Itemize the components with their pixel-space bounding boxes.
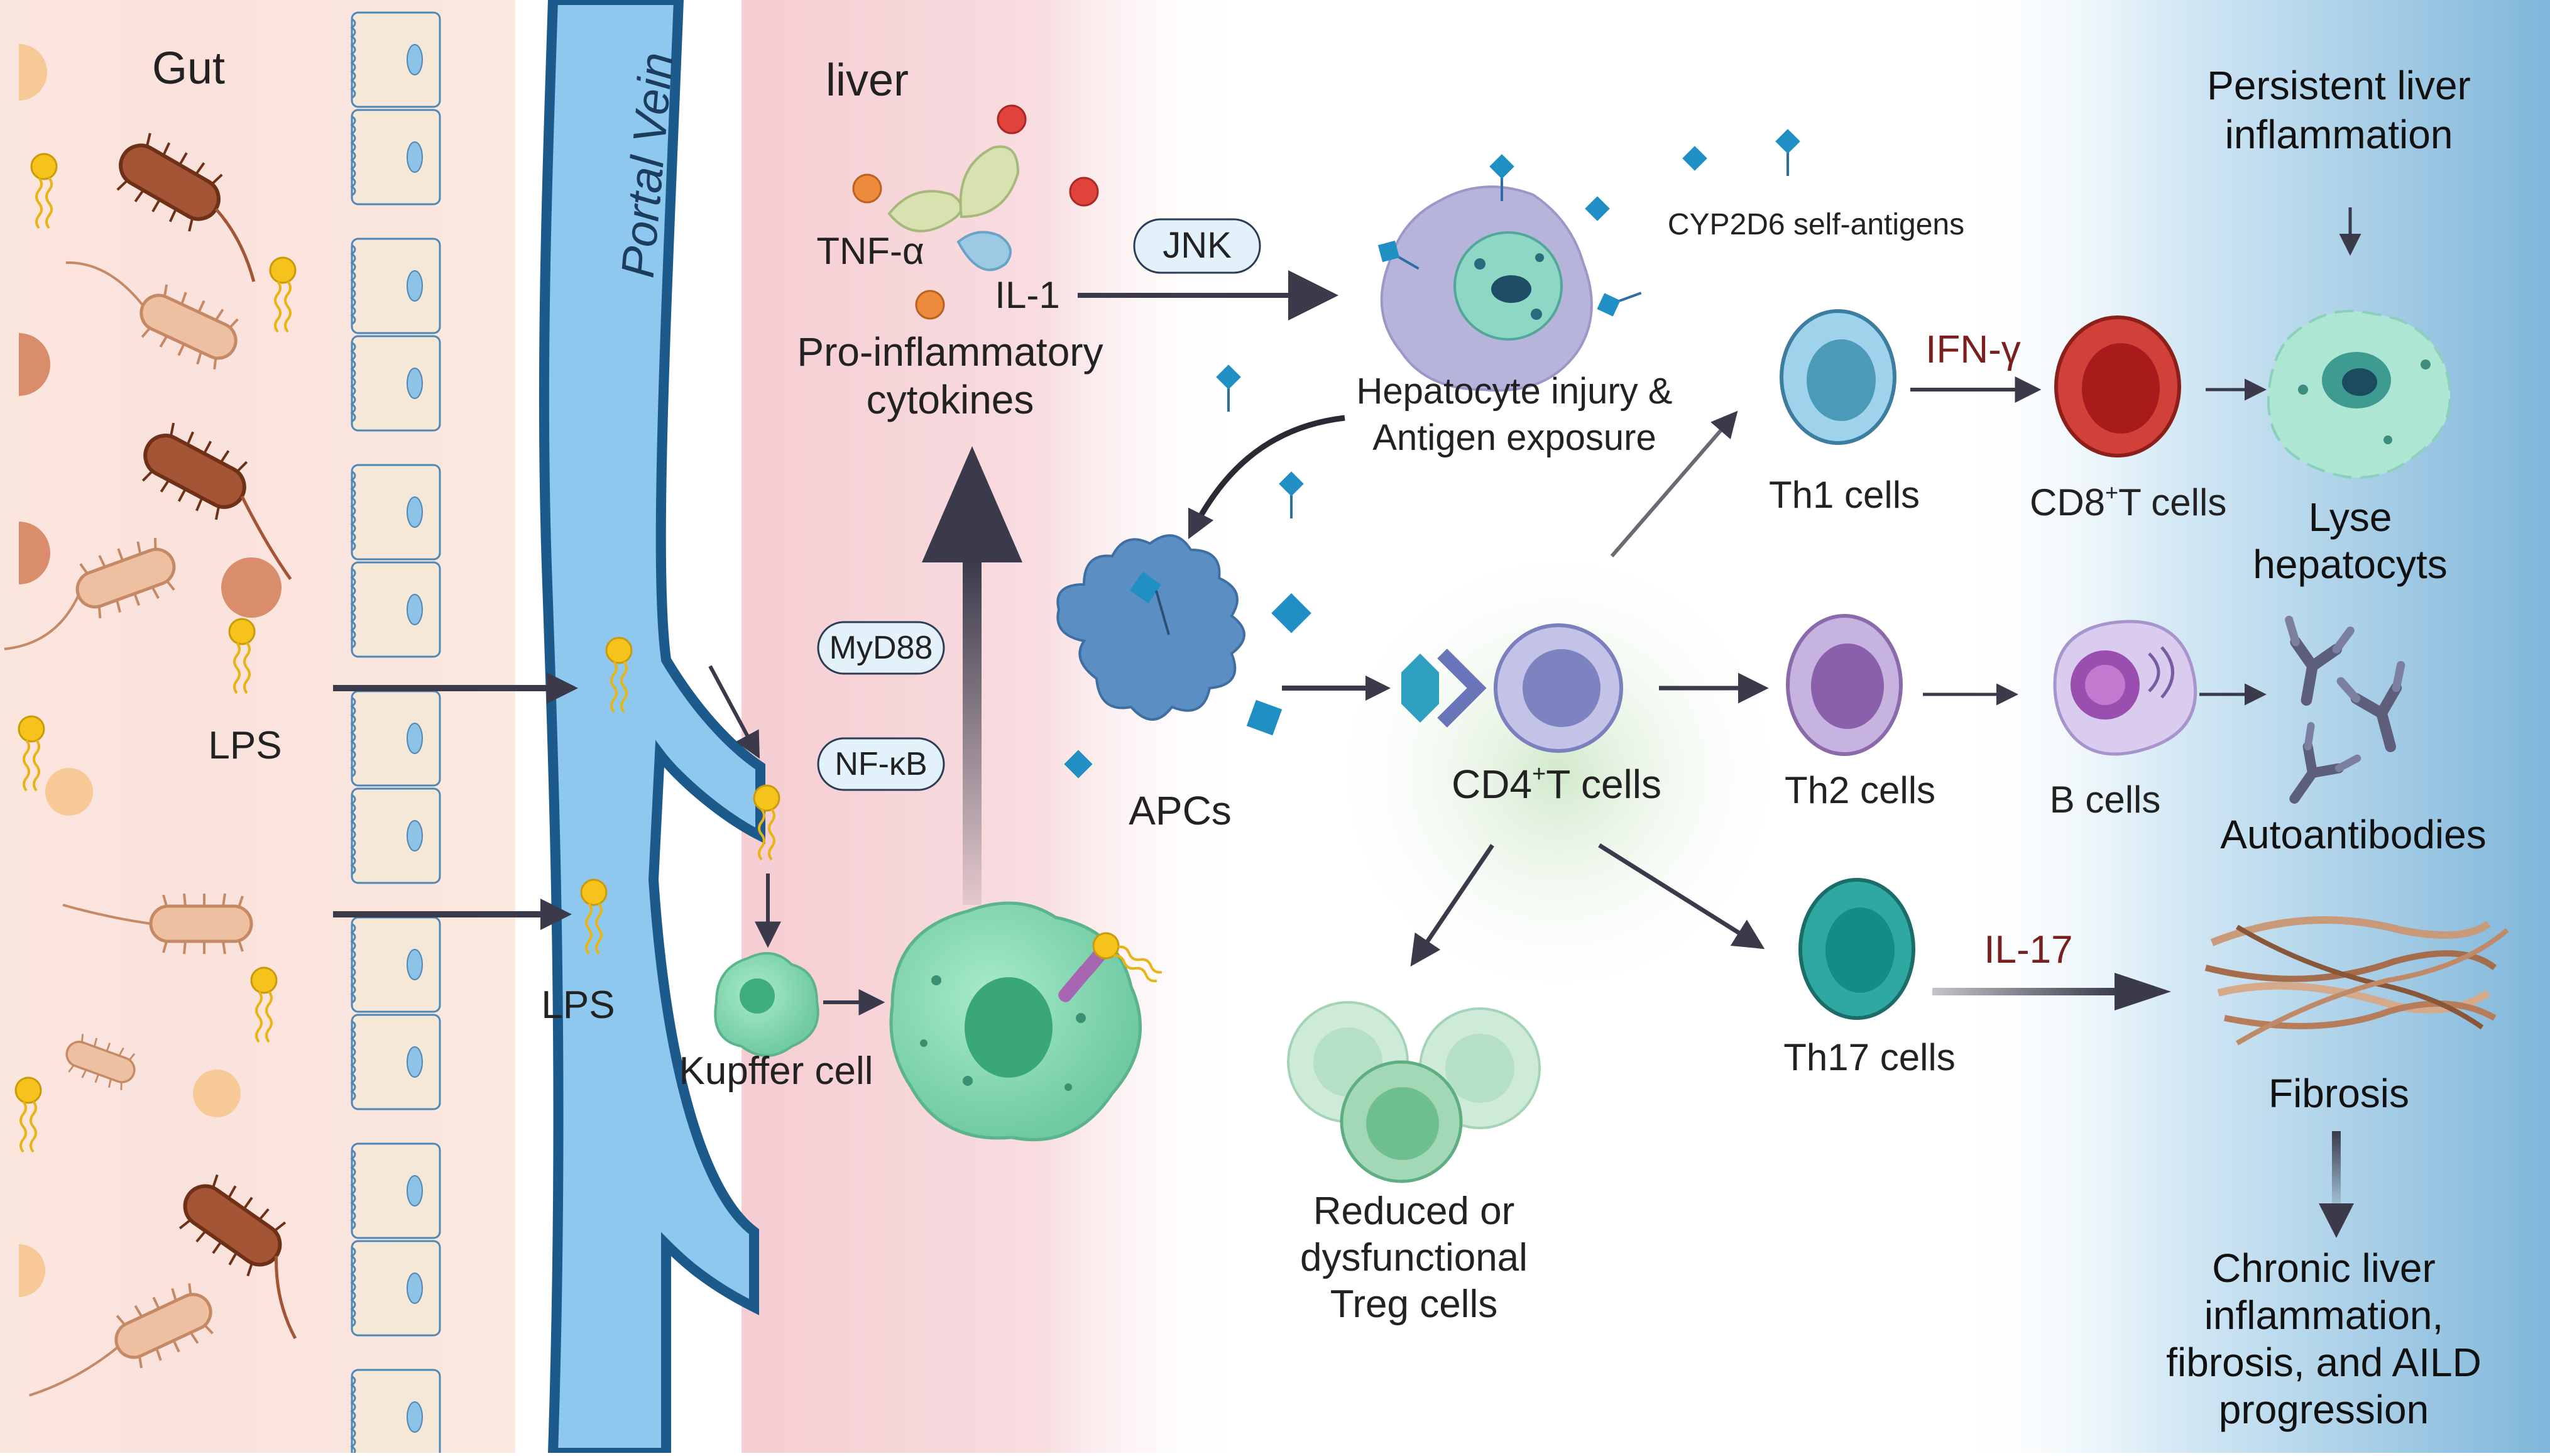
lps-label-bottom: LPS bbox=[541, 983, 615, 1027]
ifn-gamma-label: IFN-γ bbox=[1925, 328, 2021, 371]
chronic-label-line2: inflammation, bbox=[2204, 1293, 2444, 1338]
th1-label: Th1 cells bbox=[1769, 474, 1920, 516]
il17-arrow-head bbox=[2115, 973, 2171, 1010]
cyp2d6-label: CYP2D6 self-antigens bbox=[1668, 208, 1964, 241]
fibrosis-arrow-shaft bbox=[2332, 1131, 2341, 1207]
cd4-label: CD4+T cells bbox=[1452, 761, 1661, 807]
il17-arrow-shaft bbox=[1932, 988, 2121, 995]
th1-cell bbox=[1780, 309, 1896, 445]
gut-bacteria bbox=[4, 44, 347, 1397]
injured-hepatocyte bbox=[1370, 153, 1647, 392]
fibrosis-arrow-head bbox=[2319, 1203, 2354, 1238]
il17-label: IL-17 bbox=[1984, 928, 2072, 972]
il1-label: IL-1 bbox=[995, 274, 1059, 316]
persistent-label-line1: Persistent liver bbox=[2207, 63, 2471, 108]
cytokine-release-arrow-shaft bbox=[963, 559, 982, 905]
cd8-label: CD8+T cells bbox=[2030, 479, 2226, 523]
injury-label-line2: Antigen exposure bbox=[1372, 417, 1656, 458]
kupffer-cell-small bbox=[714, 952, 819, 1057]
svg-text:MyD88: MyD88 bbox=[829, 630, 933, 666]
myd88-badge: MyD88 bbox=[817, 621, 945, 675]
lps-to-liver-arrow bbox=[708, 665, 760, 759]
lysed-hepatocyte bbox=[2267, 310, 2451, 479]
treg-cells bbox=[1287, 1001, 1541, 1183]
kupffer-cell-label: Kupffer cell bbox=[679, 1049, 873, 1093]
apcs-label: APCs bbox=[1129, 788, 1232, 833]
autoantibodies-label: Autoantibodies bbox=[2220, 812, 2486, 857]
antigen-to-apc-arrow bbox=[1188, 415, 1345, 540]
cd4-to-th17-arrow bbox=[1598, 843, 1765, 950]
gut-label: Gut bbox=[152, 43, 225, 94]
free-antigens bbox=[1064, 128, 1802, 779]
b-cell bbox=[2053, 620, 2197, 756]
cytokine-release-arrow-head bbox=[922, 446, 1022, 562]
liver-label: liver bbox=[826, 55, 909, 106]
lps-label-top: LPS bbox=[208, 724, 282, 767]
tnf-alpha-label: TNF-α bbox=[816, 230, 924, 272]
treg-label-line2: dysfunctional bbox=[1300, 1236, 1528, 1279]
chronic-label-line4: progression bbox=[2219, 1387, 2429, 1432]
cytokine-molecules bbox=[852, 104, 1099, 320]
chronic-label-line1: Chronic liver bbox=[2212, 1245, 2436, 1291]
nfkb-badge: NF-κB bbox=[817, 737, 945, 791]
svg-text:JNK: JNK bbox=[1163, 225, 1232, 266]
th17-cell bbox=[1798, 878, 1915, 1020]
cd4-to-th1-arrow bbox=[1610, 410, 1738, 557]
chronic-label-line3: fibrosis, and AILD bbox=[2166, 1340, 2482, 1385]
th2-label: Th2 cells bbox=[1785, 769, 1935, 811]
th17-label: Th17 cells bbox=[1783, 1036, 1955, 1078]
treg-label-line3: Treg cells bbox=[1330, 1283, 1497, 1326]
lyse-label-line2: hepatocyts bbox=[2253, 542, 2448, 587]
fibrosis-label: Fibrosis bbox=[2268, 1071, 2409, 1116]
cd8-t-cell bbox=[2054, 315, 2181, 457]
cd4-t-cell bbox=[1401, 623, 1623, 753]
treg-label-line1: Reduced or bbox=[1313, 1190, 1515, 1233]
liver-region bbox=[741, 0, 1244, 1453]
jnk-badge: JNK bbox=[1133, 218, 1261, 274]
injury-label-line1: Hepatocyte injury & bbox=[1357, 371, 1673, 412]
lyse-label-line1: Lyse bbox=[2309, 495, 2392, 540]
antigen-presenting-cell bbox=[1056, 534, 1283, 736]
fibrosis-fibers bbox=[2204, 916, 2509, 1046]
cytokines-label-line1: Pro-inflammatory bbox=[797, 329, 1103, 375]
persistent-label-line2: inflammation bbox=[2225, 112, 2453, 157]
kupffer-cell-activated bbox=[889, 901, 1167, 1142]
svg-text:NF-κB: NF-κB bbox=[834, 746, 927, 782]
portal-vein-vessel bbox=[539, 0, 765, 1456]
cytokine-to-hepatocyte-arrowhead bbox=[1288, 270, 1338, 320]
tissue-region bbox=[1948, 0, 2550, 1453]
cd4-to-treg-arrow bbox=[1410, 844, 1494, 967]
b-cells-label: B cells bbox=[2050, 779, 2161, 821]
cytokines-label-line2: cytokines bbox=[867, 377, 1034, 422]
th2-cell bbox=[1786, 614, 1903, 756]
